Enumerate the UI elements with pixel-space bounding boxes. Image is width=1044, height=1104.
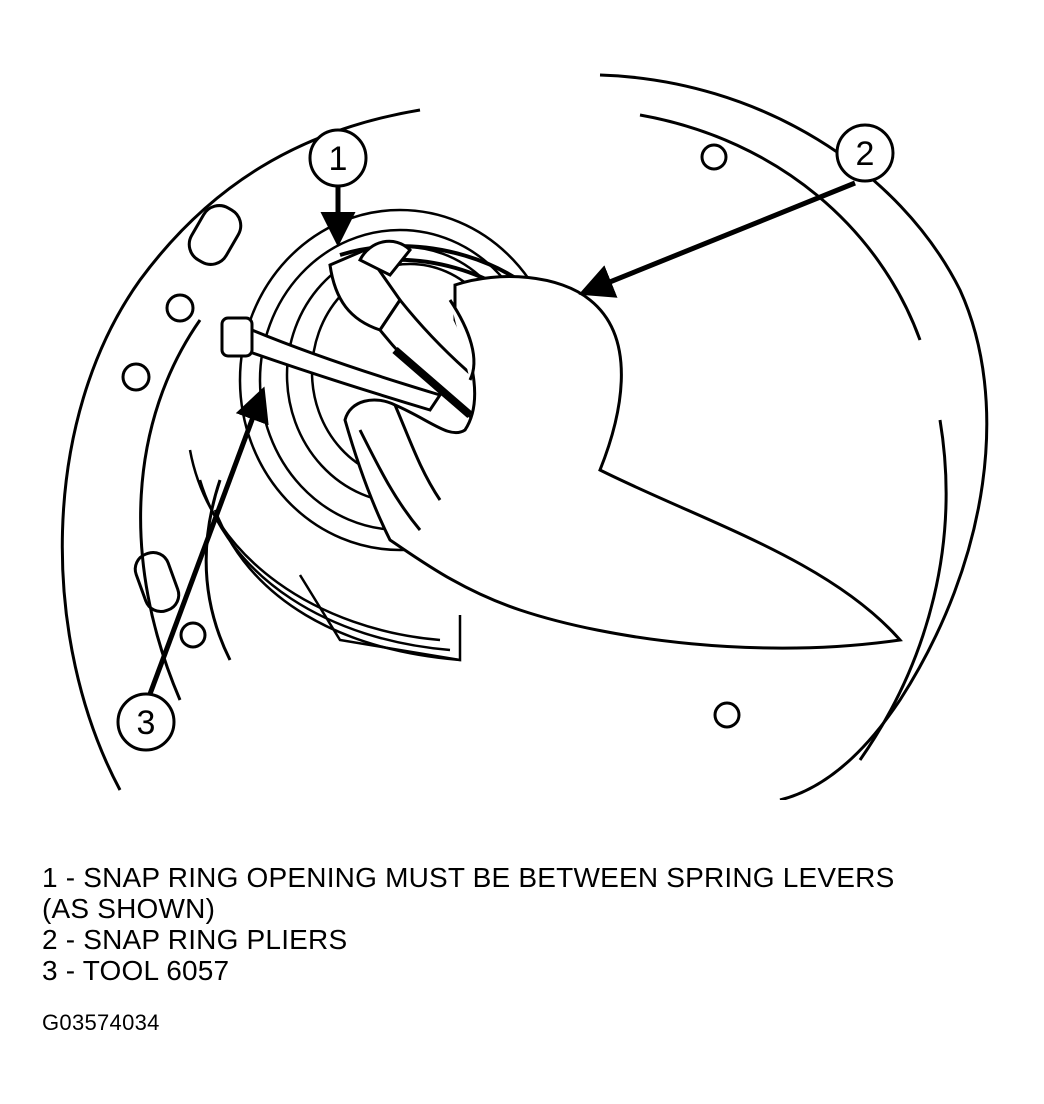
tool-6057 bbox=[220, 316, 443, 412]
legend-item-2: 2 - SNAP RING PLIERS bbox=[42, 924, 348, 955]
callout-2: 2 bbox=[578, 123, 895, 298]
line-art-illustration: 1 2 3 bbox=[60, 73, 989, 800]
hand bbox=[343, 275, 903, 650]
figure-id: G03574034 bbox=[42, 1010, 160, 1035]
svg-text:1: 1 bbox=[329, 140, 348, 178]
callout-3: 3 bbox=[116, 386, 269, 752]
transmission-housing bbox=[60, 73, 989, 800]
legend-item-1-continued: (AS SHOWN) bbox=[42, 893, 216, 924]
legend-item-3: 3 - TOOL 6057 bbox=[42, 955, 230, 986]
case-holes bbox=[121, 143, 741, 729]
legend: 1 - SNAP RING OPENING MUST BE BETWEEN SP… bbox=[42, 862, 1032, 986]
svg-text:2: 2 bbox=[856, 135, 875, 173]
legend-item-1: 1 - SNAP RING OPENING MUST BE BETWEEN SP… bbox=[42, 862, 895, 893]
callout-1: 1 bbox=[308, 128, 368, 247]
svg-text:3: 3 bbox=[137, 704, 156, 742]
